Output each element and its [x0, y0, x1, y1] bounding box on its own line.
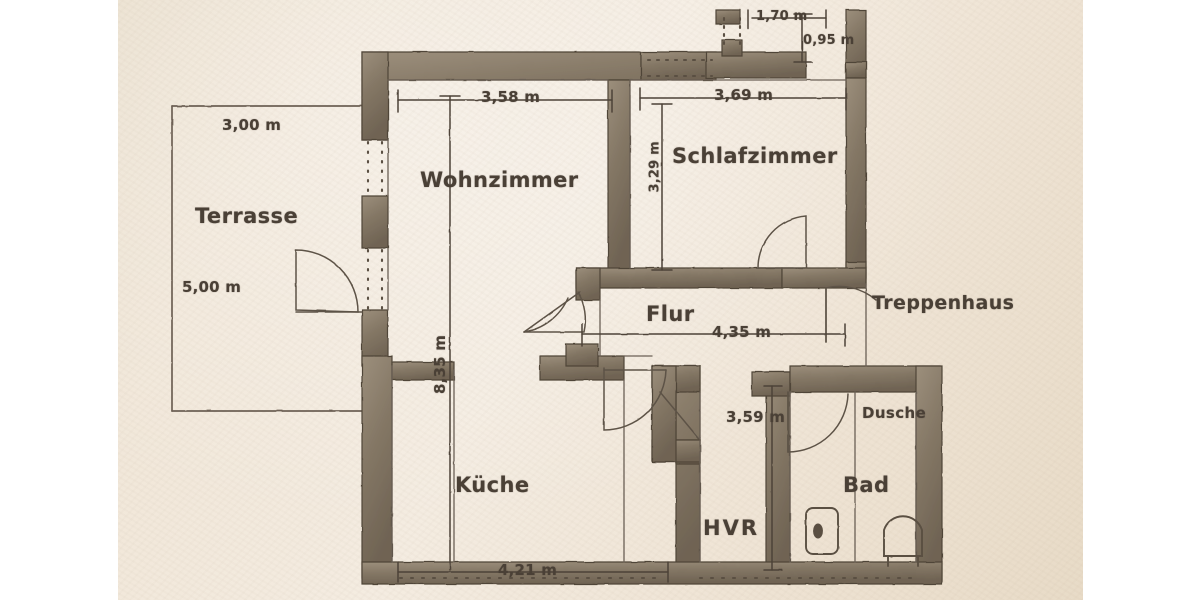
dimension-wohnzimmer-width: 3,58 m	[481, 88, 541, 106]
room-label-wohnzimmer: Wohnzimmer	[420, 168, 579, 192]
room-label-terrasse: Terrasse	[195, 204, 299, 228]
interior-thin-lines	[387, 79, 917, 563]
room-label-schlafzimmer: Schlafzimmer	[672, 144, 838, 168]
door-swings	[295, 215, 877, 453]
room-label-treppenhaus: Treppenhaus	[872, 292, 1015, 314]
dimension-balkon-width: 1,70 m	[756, 9, 808, 24]
dimension-gesamt-hoehe: 8,35 m	[431, 334, 449, 394]
dimension-lines	[397, 9, 847, 583]
toilet-icon	[883, 515, 923, 557]
dimension-terrasse-width: 3,00 m	[222, 116, 282, 134]
dimension-bad-hvr-height: 3,59 m	[726, 408, 786, 426]
terrasse-outline	[171, 105, 369, 412]
room-label-flur: Flur	[646, 302, 695, 326]
room-label-hvr: HVR	[703, 516, 759, 540]
sink-icon	[805, 507, 839, 555]
room-label-dusche: Dusche	[862, 404, 927, 422]
room-label-bad: Bad	[843, 473, 890, 497]
dimension-balkon-depth: 0,95 m	[803, 33, 855, 48]
dimension-schlafzimmer-height: 3,29 m	[647, 141, 663, 193]
dimension-flur-length: 4,35 m	[712, 323, 772, 341]
bathroom-fixtures	[805, 507, 923, 567]
dimension-terrasse-height: 5,00 m	[182, 278, 242, 296]
dimension-schlafzimmer-width: 3,69 m	[714, 86, 774, 104]
room-label-kueche: Küche	[455, 473, 530, 497]
glass-opening-dotted	[366, 16, 918, 580]
walls	[361, 9, 943, 585]
dimension-kueche-width: 4,21 m	[498, 561, 558, 579]
